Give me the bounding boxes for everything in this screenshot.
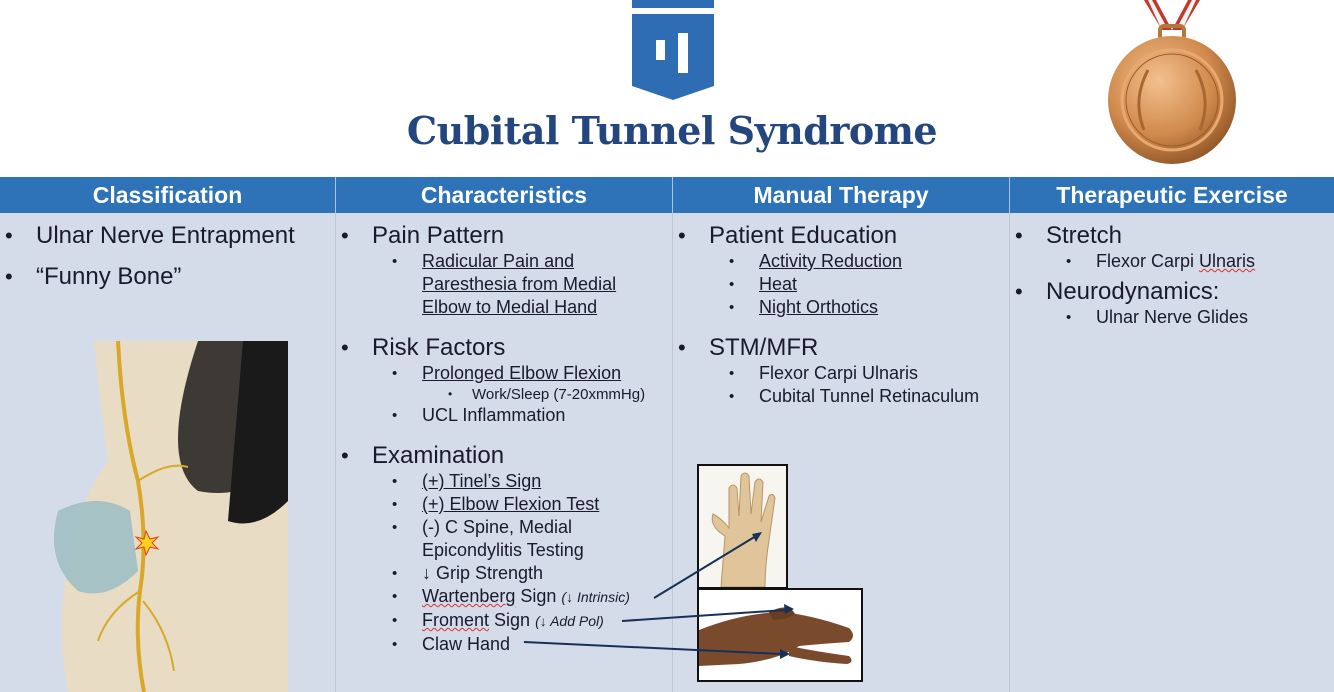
wartenberg-note: (↓ Intrinsic) [561,589,630,605]
pain-pattern-line: Elbow to Medial Hand [422,297,598,317]
exam-item: (+) Elbow Flexion Test [336,493,672,516]
stm-item: Cubital Tunnel Retinaculum [673,385,1009,408]
characteristics-column: Pain Pattern Radicular Pain and Paresthe… [336,213,673,692]
exam-line: Epicondylitis Testing [422,540,584,560]
education-item: Activity Reduction [673,250,1009,273]
risk-factors-heading: Risk Factors [336,333,672,362]
risk-factor-detail: Work/Sleep (7-20xmmHg) [336,385,672,404]
examination-heading: Examination [336,441,672,470]
header-manual-therapy: Manual Therapy [673,177,1010,213]
pain-pattern-heading: Pain Pattern [336,221,672,250]
hand-photo [697,464,788,589]
classification-item: “Funny Bone” [0,262,335,291]
elbow-anatomy-illustration [48,341,288,692]
neurodynamics-heading: Neurodynamics: [1010,277,1334,306]
exam-item: Wartenberg Sign (↓ Intrinsic) [336,585,672,609]
education-item: Night Orthotics [673,296,1009,319]
pain-pattern-line: Radicular Pain and [422,251,575,271]
spacer [336,319,672,329]
stretch-item: Flexor Carpi Ulnaris [1010,250,1334,273]
header-characteristics: Characteristics [336,177,673,213]
stm-heading: STM/MFR [673,333,1009,362]
page-title: Cubital Tunnel Syndrome [406,108,938,153]
froment-hand-photo [697,588,863,682]
spacer [673,319,1009,329]
classification-column: Ulnar Nerve Entrapment “Funny Bone” [0,213,336,692]
exam-line: (-) C Spine, Medial [422,517,573,537]
stretch-item-word: Ulnaris [1199,251,1256,271]
therapeutic-exercise-column: Stretch Flexor Carpi Ulnaris Neurodynami… [1010,213,1334,692]
stretch-heading: Stretch [1010,221,1334,250]
table-header: Classification Characteristics Manual Th… [0,177,1334,213]
exam-item: Froment Sign (↓ Add Pol) [336,609,672,633]
wartenberg-word: Wartenberg [422,586,516,606]
exam-item: (-) C Spine, Medial Epicondylitis Testin… [336,516,672,562]
logo-shield-icon [632,0,714,100]
bronze-medal-icon [1108,0,1236,164]
pain-pattern-detail: Radicular Pain and Paresthesia from Medi… [336,250,672,319]
exam-item: Claw Hand [336,633,672,656]
spacer [336,427,672,437]
header-therapeutic-exercise: Therapeutic Exercise [1056,182,1288,208]
table-body: Ulnar Nerve Entrapment “Funny Bone” Pain… [0,213,1334,692]
risk-factor-item: UCL Inflammation [336,404,672,427]
education-item: Heat [673,273,1009,296]
pain-pattern-line: Paresthesia from Medial [422,274,617,294]
neurodynamics-item: Ulnar Nerve Glides [1010,306,1334,329]
header-classification: Classification [0,177,336,213]
sign-word: Sign [515,586,562,606]
exam-item: (+) Tinel’s Sign [336,470,672,493]
froment-word: Froment [422,610,490,630]
exam-item: ↓ Grip Strength [336,562,672,585]
froment-note: (↓ Add Pol) [535,613,604,629]
stm-item: Flexor Carpi Ulnaris [673,362,1009,385]
manual-therapy-column: Patient Education Activity Reduction Hea… [673,213,1010,692]
stretch-item-text: Flexor Carpi [1096,251,1200,271]
risk-factor-item: Prolonged Elbow Flexion [336,362,672,385]
sign-word: Sign [489,610,536,630]
classification-item: Ulnar Nerve Entrapment [0,221,335,250]
patient-education-heading: Patient Education [673,221,1009,250]
